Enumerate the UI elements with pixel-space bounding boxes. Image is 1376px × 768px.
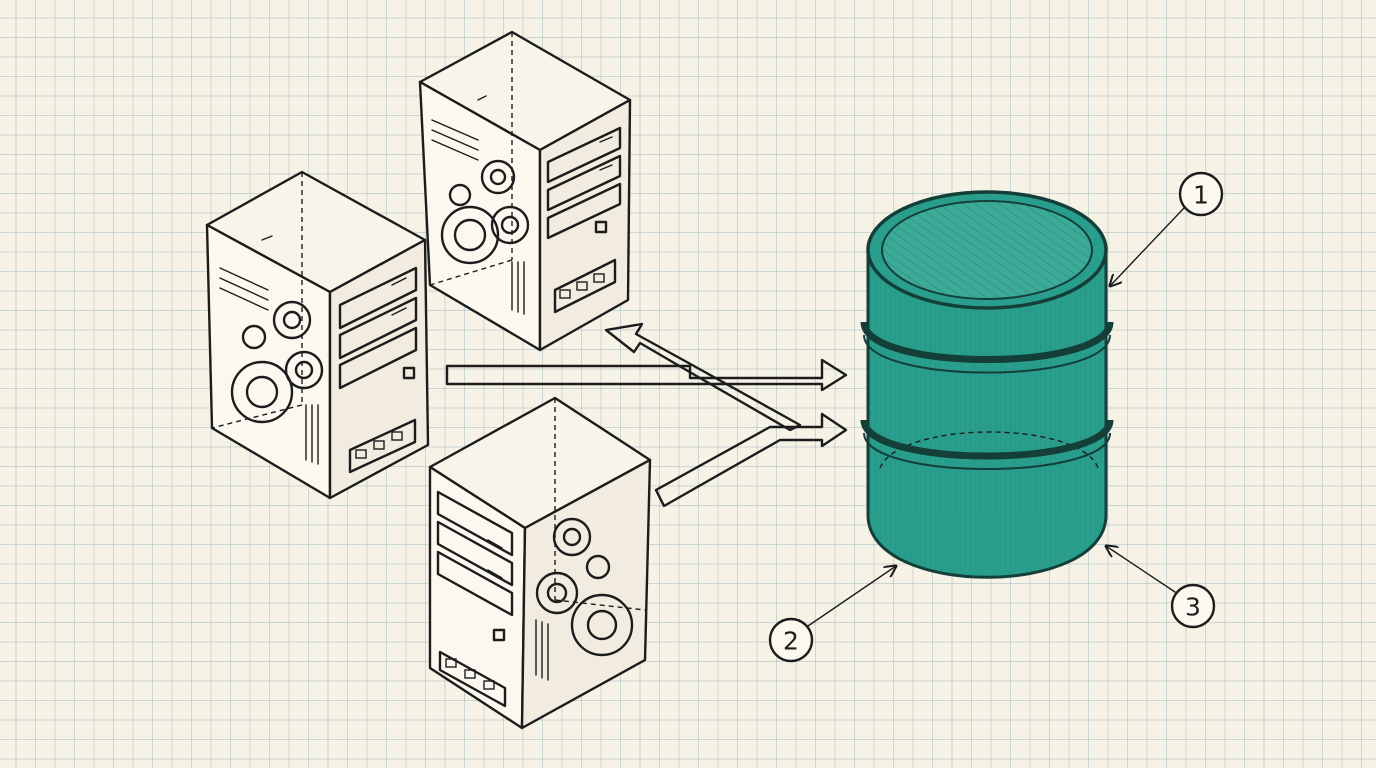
network-ports-icon [438, 650, 507, 708]
drive-bays [546, 126, 622, 240]
gears-icon [230, 300, 324, 424]
barrel-band-lower [860, 419, 1114, 460]
gears-icon [440, 159, 530, 265]
cables [305, 404, 319, 465]
cables [511, 261, 525, 315]
power-button-icon [402, 366, 416, 380]
vent-icon [431, 95, 487, 161]
drive-bays [436, 490, 514, 617]
callout-label-3: 3 [1185, 593, 1201, 622]
arrow-left-to-storage [445, 358, 848, 392]
callout-2: 2 [768, 566, 896, 663]
network-ports-icon [348, 418, 417, 474]
callout-3: 3 [1106, 546, 1216, 629]
callout-label-2: 2 [783, 627, 799, 656]
flow-arrows [445, 322, 848, 508]
arrow-bottom-to-storage [654, 412, 848, 508]
server-bottom [428, 396, 652, 730]
arrow-storage-to-top-server [604, 322, 802, 432]
vent-icon [219, 235, 273, 311]
callout-1: 1 [1110, 171, 1224, 286]
network-ports-icon [553, 258, 617, 314]
cables [535, 619, 549, 681]
barrel-band-upper [860, 321, 1114, 363]
gears-icon [535, 517, 634, 657]
callout-label-1: 1 [1193, 181, 1209, 210]
power-button-icon [594, 220, 608, 234]
server-left [205, 170, 430, 500]
storage-barrel [860, 190, 1114, 579]
power-button-icon [492, 628, 506, 642]
drive-bays [338, 266, 418, 390]
server-top [418, 30, 632, 352]
